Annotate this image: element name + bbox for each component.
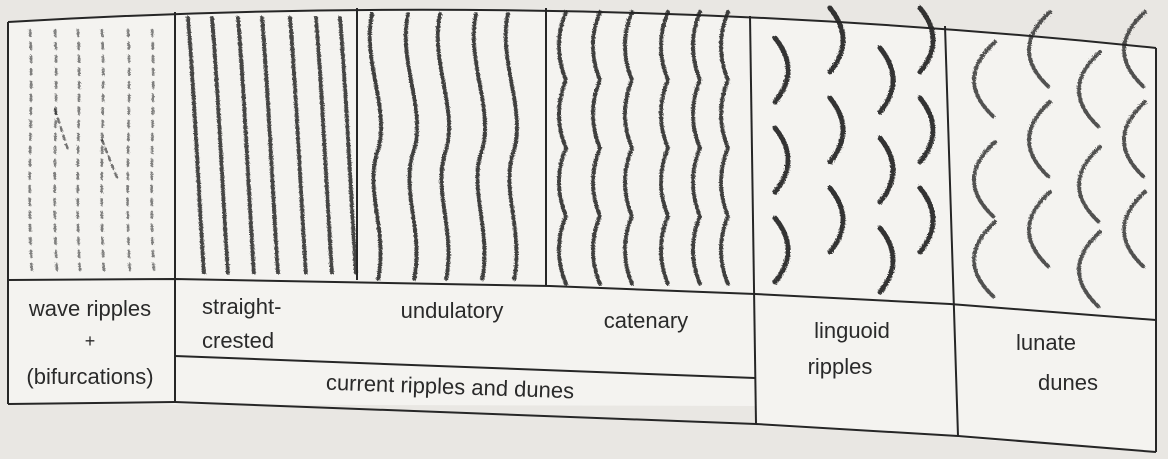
lunate-label-2: dunes bbox=[1038, 370, 1098, 396]
linguoid-label-1: linguoid bbox=[814, 318, 890, 344]
undulatory-label: undulatory bbox=[401, 298, 504, 324]
wave-ripples-plus: + bbox=[85, 328, 96, 354]
wave-ripples-bifurcations: (bifurcations) bbox=[26, 364, 153, 390]
straight-crested-label-2: crested bbox=[202, 328, 274, 354]
catenary-label: catenary bbox=[604, 308, 688, 334]
straight-crested-label-1: straight- bbox=[202, 294, 281, 320]
lunate-label-1: lunate bbox=[1016, 330, 1076, 356]
wave-ripples-label: wave ripples bbox=[29, 296, 151, 322]
linguoid-label-2: ripples bbox=[808, 354, 873, 380]
